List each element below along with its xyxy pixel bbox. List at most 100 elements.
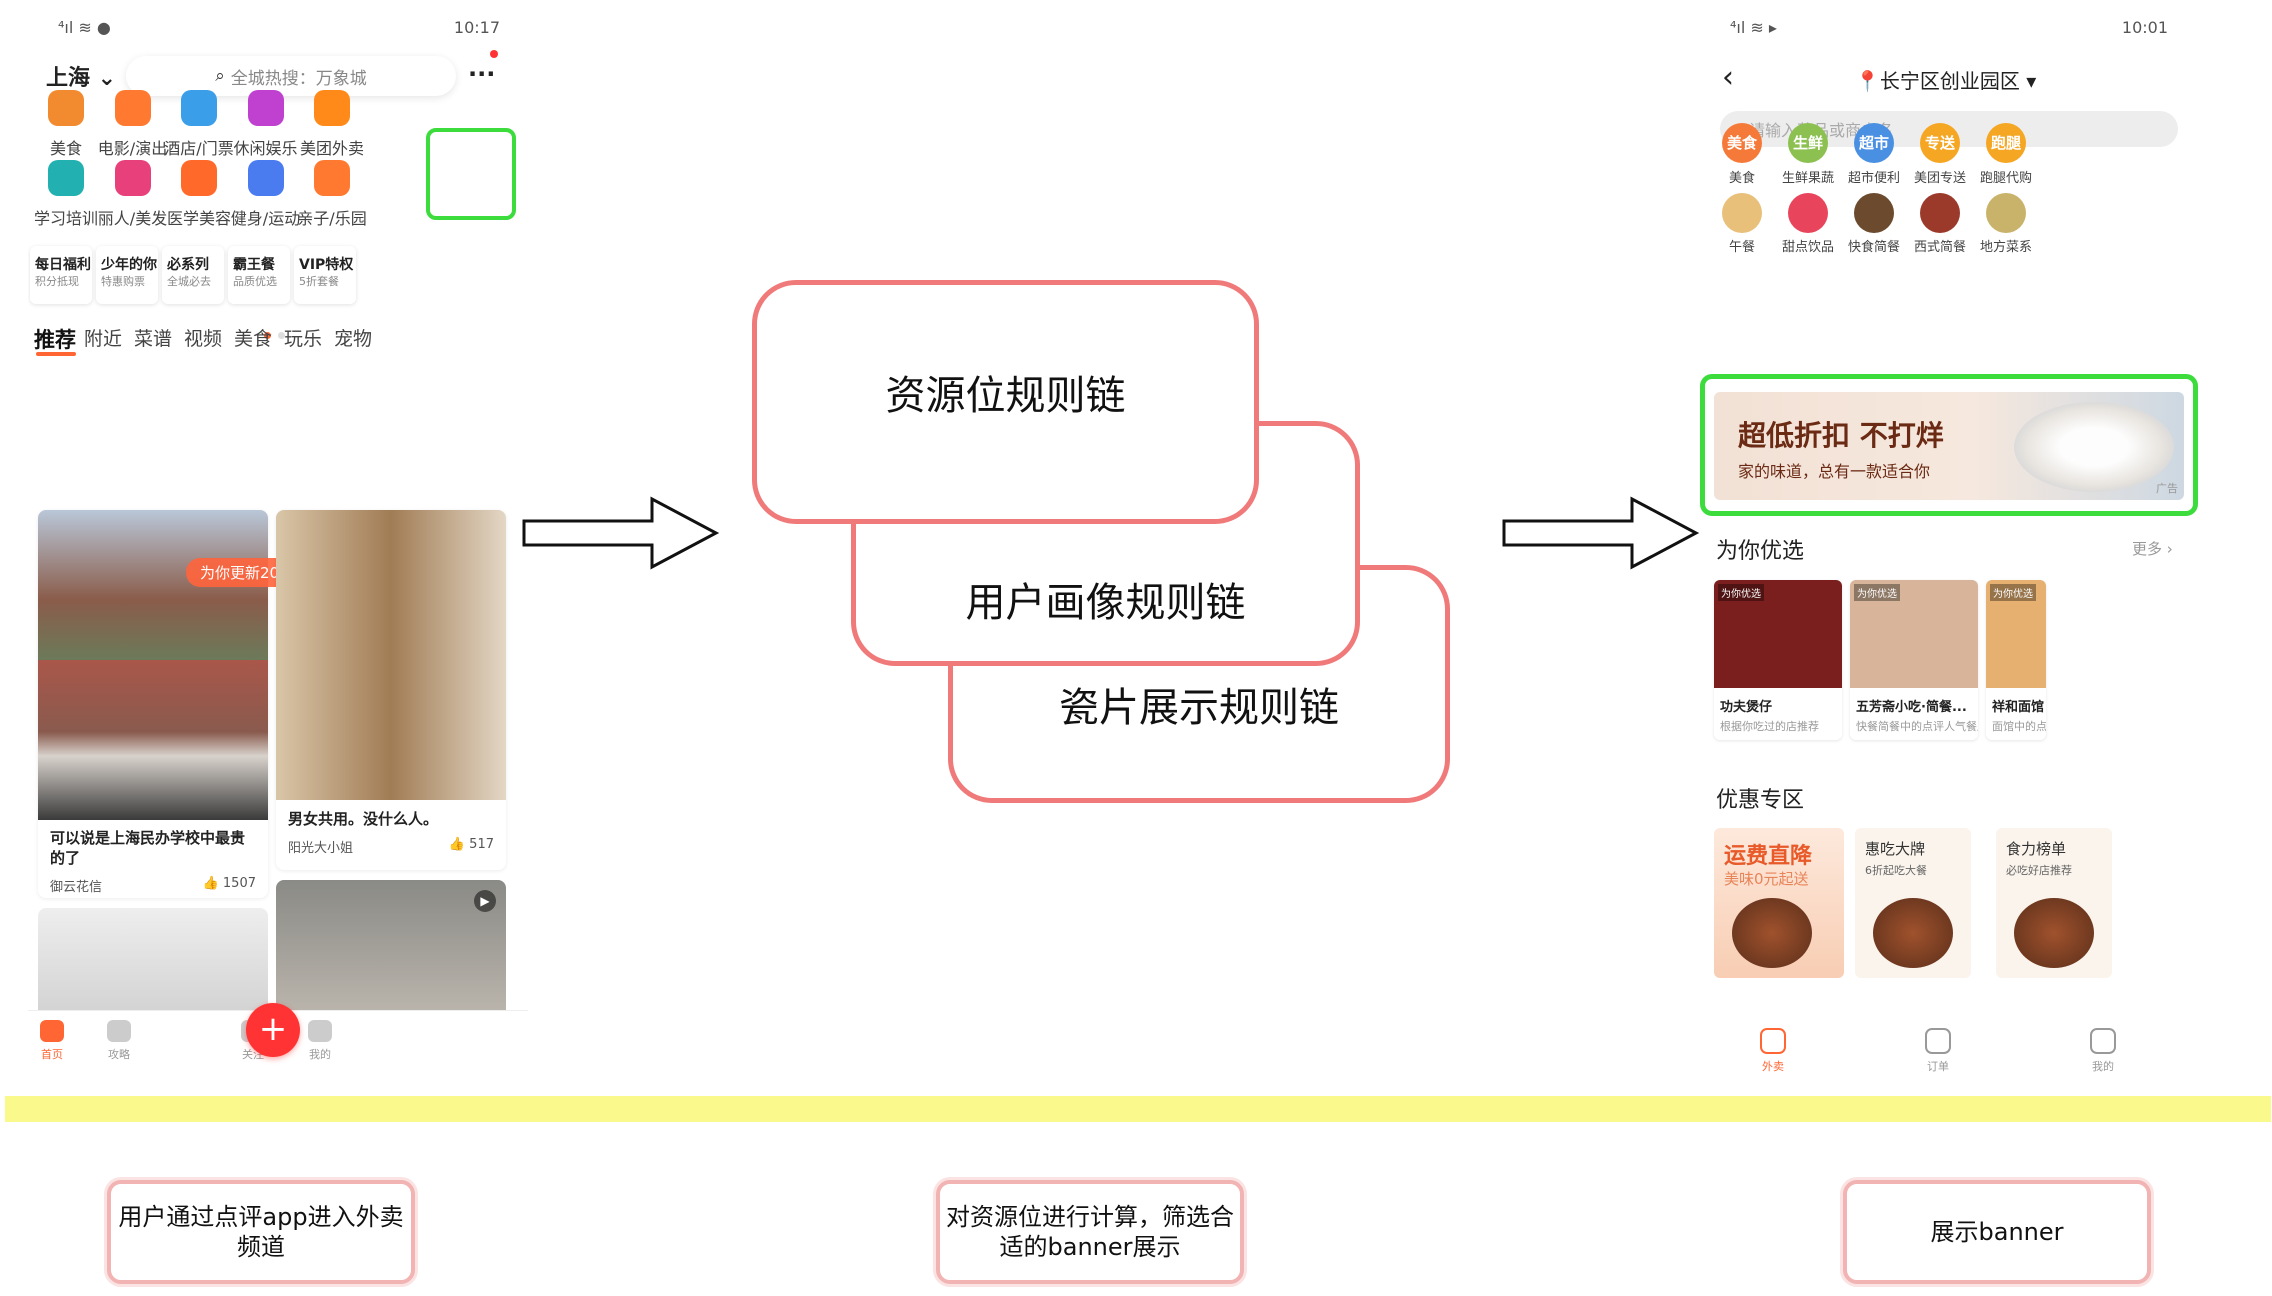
hair-icon[interactable] <box>114 160 151 196</box>
left-status-signal: ⁴ıl ≋ ● <box>58 18 111 37</box>
left-search-bar[interactable]: ⌕ 全城热搜：万象城 <box>126 56 456 96</box>
feed-tab[interactable]: 宠物 <box>334 328 373 350</box>
feed-card-3[interactable] <box>38 908 268 1028</box>
rule-box-resource-slot: 资源位规则链 <box>752 280 1259 524</box>
nav-label: 订单 <box>1927 1060 1949 1073</box>
left-status-time: 10:17 <box>453 18 500 37</box>
left-category-label: 美食 <box>49 139 82 158</box>
more-icon[interactable]: ··· <box>468 60 496 88</box>
roast-chicken-icon[interactable] <box>48 90 84 126</box>
food-category-icon[interactable] <box>1722 193 1762 233</box>
feed-tab[interactable]: 菜谱 <box>134 328 173 350</box>
left-phone-screenshot: ⁴ıl ≋ ● 10:17 上海 ⌄ ⌕ 全城热搜：万象城 ··· 美食电影/演… <box>28 10 528 1070</box>
food-category-icon[interactable] <box>1788 193 1828 233</box>
recommend-card[interactable]: 为你优选五芳斋小吃·简餐...快餐简餐中的点评人气餐厅 <box>1850 580 1978 740</box>
section-deals-title: 优惠专区 <box>1716 788 1805 813</box>
deal-food-image <box>1873 898 1953 968</box>
left-category-label: 医学美容 <box>166 209 231 228</box>
category-icon[interactable]: 美食 <box>1722 123 1762 163</box>
category-icon[interactable]: 生鲜 <box>1788 123 1828 163</box>
left-category-label: 酒店/门票 <box>164 139 234 158</box>
deal-subtitle: 美味0元起送 <box>1724 870 1809 888</box>
left-category-label: 电影/演出 <box>97 139 168 158</box>
feed-author-2: 阳光大小姐 <box>288 841 354 856</box>
banner-title: 超低折扣 不打烊 <box>1738 419 1944 452</box>
promo-banner[interactable]: 超低折扣 不打烊 家的味道，总有一款适合你 广告 <box>1714 392 2184 500</box>
orders-icon[interactable] <box>1925 1028 1951 1054</box>
promo-card[interactable]: 少年的你特惠购票 <box>96 246 158 304</box>
deal-food-image <box>2014 898 2094 968</box>
right-phone-screenshot: ⁴ıl ≋ ▸ 10:01 ‹ 📍长宁区创业园区 ▾ ⌕ 请输入菜品或商户名 美… <box>1700 10 2220 1080</box>
recommend-image <box>1986 580 2046 688</box>
feed-image-group-photo <box>38 660 268 820</box>
banner-subtitle: 家的味道，总有一款适合你 <box>1738 462 1931 481</box>
guide-icon[interactable] <box>107 1020 131 1042</box>
category-icon[interactable]: 跑腿 <box>1986 123 2026 163</box>
promo-subtitle: 品质优选 <box>233 275 277 288</box>
recommend-tag: 为你优选 <box>1718 584 1764 601</box>
category-label: 生鲜果蔬 <box>1781 171 1834 186</box>
more-link[interactable]: 更多 › <box>2132 540 2173 558</box>
promo-card[interactable]: 每日福利积分抵现 <box>30 246 92 304</box>
recommend-name: 祥和面馆（ <box>1992 700 2046 715</box>
right-status-time: 10:01 <box>2121 18 2168 37</box>
cocktail-icon[interactable] <box>247 90 284 126</box>
feed-tab[interactable]: 玩乐 <box>284 328 323 350</box>
takeout-icon[interactable] <box>1760 1028 1786 1054</box>
promo-subtitle: 全城必去 <box>167 275 211 288</box>
category-icon[interactable]: 超市 <box>1854 123 1894 163</box>
user-icon[interactable] <box>308 1020 332 1042</box>
feed-title-2: 男女共用。没什么人。 <box>288 810 439 828</box>
promo-card[interactable]: 霸王餐品质优选 <box>228 246 290 304</box>
home-icon[interactable] <box>40 1020 64 1042</box>
feed-likes-1: 👍 1507 <box>202 876 256 891</box>
feed-tab[interactable]: 附近 <box>84 328 123 350</box>
arrow-2 <box>1502 496 1700 570</box>
cat-face-icon[interactable] <box>114 90 151 126</box>
right-status-signal: ⁴ıl ≋ ▸ <box>1730 18 1777 37</box>
feed-card-4[interactable]: ▶ <box>276 880 506 1020</box>
dumpling-plate-image <box>2014 402 2174 492</box>
back-arrow-icon[interactable]: ‹ <box>1722 60 1734 95</box>
feed-tab[interactable]: 推荐 <box>34 328 76 352</box>
promo-card[interactable]: 必系列全城必去 <box>162 246 224 304</box>
delivery-icon[interactable] <box>314 90 350 126</box>
feed-card-2[interactable]: 男女共用。没什么人。 阳光大小姐 👍 517 <box>276 510 506 870</box>
deal-title: 运费直降 <box>1724 844 1813 869</box>
nav-label: 我的 <box>2092 1060 2114 1073</box>
banner-ad-label: 广告 <box>2156 482 2178 495</box>
book-icon[interactable] <box>48 160 84 196</box>
section-for-you-title: 为你优选 <box>1716 539 1805 564</box>
location-selector[interactable]: 📍长宁区创业园区 ▾ <box>1855 65 2036 94</box>
city-label: 上海 <box>46 66 91 91</box>
food-category-icon[interactable] <box>1920 193 1960 233</box>
profile-icon[interactable] <box>2090 1028 2116 1054</box>
play-icon[interactable]: ▶ <box>474 890 496 912</box>
search-icon: ⌕ <box>215 66 225 86</box>
deal-card[interactable]: 运费直降美味0元起送 <box>1714 828 1844 978</box>
category-label: 美团专送 <box>1913 171 1966 186</box>
category-label: 超市便利 <box>1847 171 1900 186</box>
recommend-image <box>1714 580 1842 688</box>
food-category-icon[interactable] <box>1854 193 1894 233</box>
family-icon[interactable] <box>314 160 350 196</box>
right-bottom-nav <box>1700 1020 2220 1080</box>
arrow-1 <box>522 496 720 570</box>
city-selector[interactable]: 上海 ⌄ <box>46 60 116 92</box>
add-post-button[interactable]: + <box>246 1003 300 1057</box>
hotel-icon[interactable] <box>181 90 217 126</box>
feed-tab[interactable]: 视频 <box>184 328 223 350</box>
deal-card[interactable]: 食力榜单必吃好店推荐 <box>1996 828 2112 978</box>
food-category-icon[interactable] <box>1986 193 2026 233</box>
tab-indicator <box>36 352 76 356</box>
feed-tab[interactable]: 美食 <box>234 328 273 350</box>
dumbbell-icon[interactable] <box>247 160 284 196</box>
face-icon[interactable] <box>181 160 217 196</box>
nav-label: 攻略 <box>108 1048 130 1061</box>
category-icon[interactable]: 专送 <box>1920 123 1960 163</box>
caption-step-1: 用户通过点评app进入外卖频道 <box>107 1180 415 1284</box>
recommend-card[interactable]: 为你优选功夫煲仔根据你吃过的店推荐 <box>1714 580 1842 740</box>
